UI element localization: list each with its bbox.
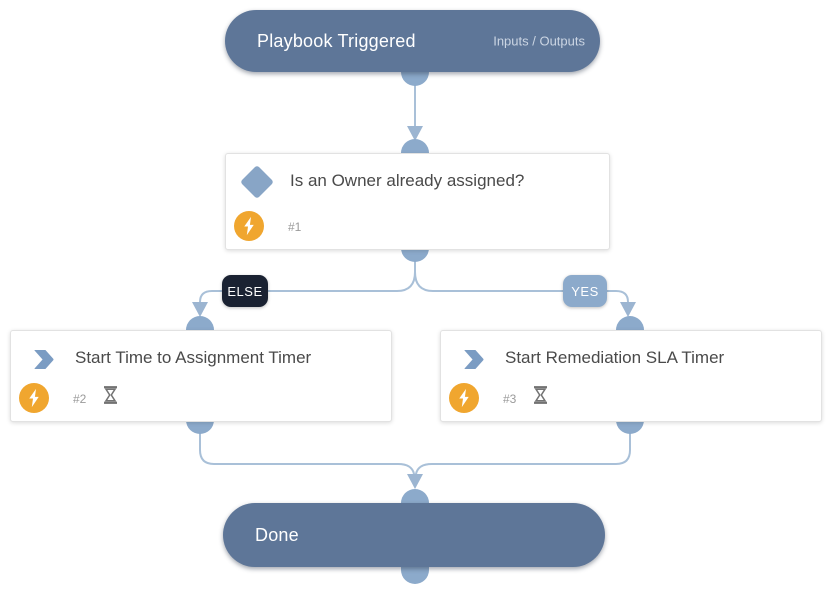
timer-hourglass-icon — [533, 386, 548, 409]
branch-else-badge[interactable]: ELSE — [222, 275, 268, 307]
port-end-top[interactable] — [401, 489, 429, 503]
node-playbook-triggered[interactable]: Playbook Triggered Inputs / Outputs — [225, 10, 600, 72]
port-end-bottom[interactable] — [401, 567, 429, 584]
decision-node-index: #1 — [288, 220, 302, 234]
automation-bolt-icon — [19, 383, 49, 413]
decision-node-title: Is an Owner already assigned? — [290, 171, 525, 190]
action-chevron-icon — [33, 348, 55, 371]
port-action-right-bottom[interactable] — [616, 420, 644, 434]
arrowhead-merge-icon — [407, 474, 423, 489]
port-action-left-top[interactable] — [186, 316, 214, 330]
timer-hourglass-icon — [103, 386, 118, 409]
inputs-outputs-link[interactable]: Inputs / Outputs — [493, 33, 585, 49]
node-decision-owner-assigned[interactable]: Is an Owner already assigned? #1 — [225, 153, 610, 250]
start-node-title: Playbook Triggered — [257, 30, 416, 51]
port-start-bottom[interactable] — [401, 72, 429, 86]
branch-else-label: ELSE — [227, 283, 263, 299]
arrowhead-yes-icon — [620, 302, 636, 317]
action-left-title: Start Time to Assignment Timer — [75, 348, 312, 367]
action-left-index: #2 — [73, 392, 87, 406]
branch-yes-badge[interactable]: YES — [563, 275, 607, 307]
automation-bolt-icon — [449, 383, 479, 413]
port-action-right-top[interactable] — [616, 316, 644, 330]
edge-merge-right — [415, 433, 631, 477]
action-chevron-icon — [463, 348, 485, 371]
action-right-index: #3 — [503, 392, 517, 406]
end-node-title: Done — [255, 524, 299, 545]
branch-yes-label: YES — [571, 283, 599, 299]
arrowhead-else-icon — [192, 302, 208, 317]
edge-merge-left — [199, 433, 415, 477]
node-start-remediation-sla-timer[interactable]: Start Remediation SLA Timer #3 — [440, 330, 822, 422]
node-done[interactable]: Done — [223, 503, 605, 567]
port-decision-bottom[interactable] — [401, 248, 429, 262]
decision-diamond-icon — [240, 165, 274, 199]
automation-bolt-icon — [234, 211, 264, 241]
node-start-time-to-assignment-timer[interactable]: Start Time to Assignment Timer #2 — [10, 330, 392, 422]
port-action-left-bottom[interactable] — [186, 420, 214, 434]
action-right-title: Start Remediation SLA Timer — [505, 348, 725, 367]
port-decision-top[interactable] — [401, 139, 429, 153]
